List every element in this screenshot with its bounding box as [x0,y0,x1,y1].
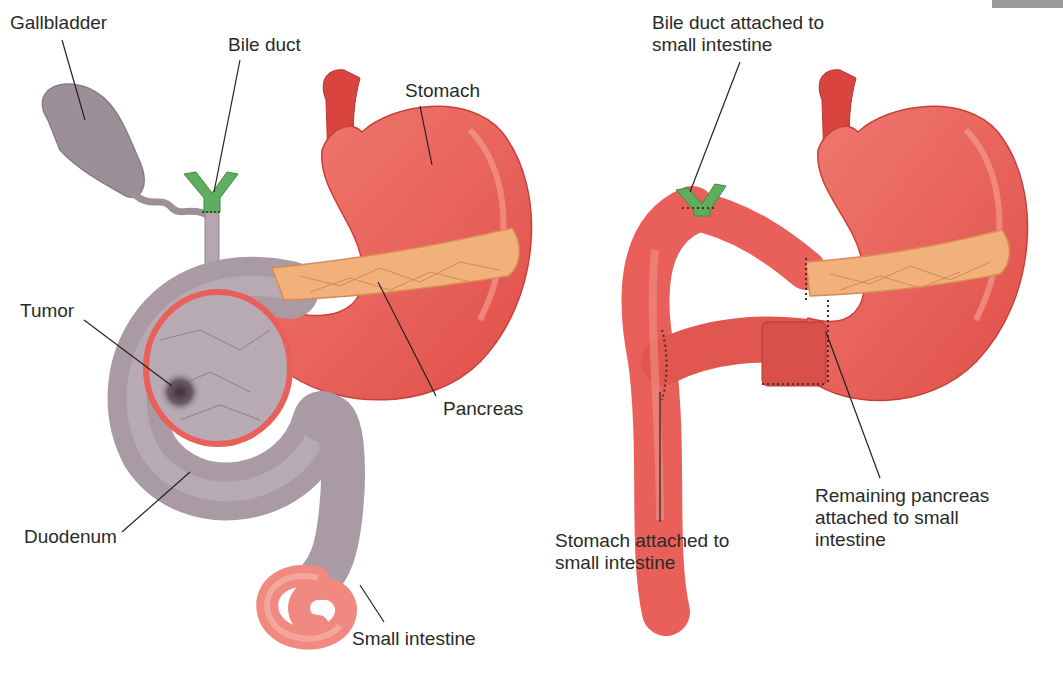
before-figure [42,70,531,639]
part-label: Bile duct attached to small intestine [652,12,864,56]
corner-bar [992,0,1063,8]
part-label: Stomach [405,80,525,102]
part-label: Tumor [20,300,120,322]
leader-lines [62,40,880,622]
part-label: Duodenum [24,526,144,548]
part-label: Remaining pancreas attached to small int… [815,485,1005,551]
part-label: Small intestine [352,628,532,650]
part-label: Pancreas [443,398,563,420]
part-label: Gallbladder [10,12,150,34]
part-label: Bile duct [228,34,348,56]
part-label: Stomach attached to small intestine [555,530,755,574]
